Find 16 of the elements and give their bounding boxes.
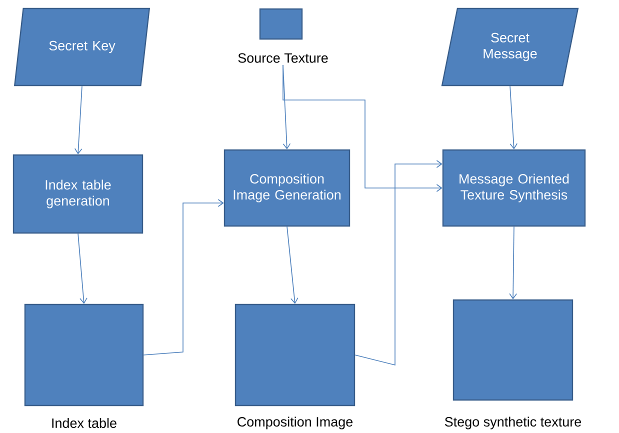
process-box: Message Oriented Texture Synthesis — [442, 149, 586, 227]
process-box: Composition Image Generation — [224, 149, 350, 227]
arrow — [354, 160, 442, 366]
arrow — [143, 199, 224, 356]
arrow — [509, 226, 517, 300]
arrow — [78, 233, 88, 304]
node-caption: Stego synthetic texture — [444, 416, 582, 430]
node-caption: Source Texture — [238, 53, 328, 63]
arrow — [510, 86, 518, 150]
node-caption: Composition Image — [238, 416, 353, 430]
arrow — [286, 226, 298, 304]
arrow — [282, 64, 442, 192]
input-parallelogram: Secret Message — [441, 8, 579, 86]
arrow — [74, 86, 82, 154]
process-box: Index table generation — [12, 154, 144, 234]
node-caption: Index table — [52, 418, 116, 428]
